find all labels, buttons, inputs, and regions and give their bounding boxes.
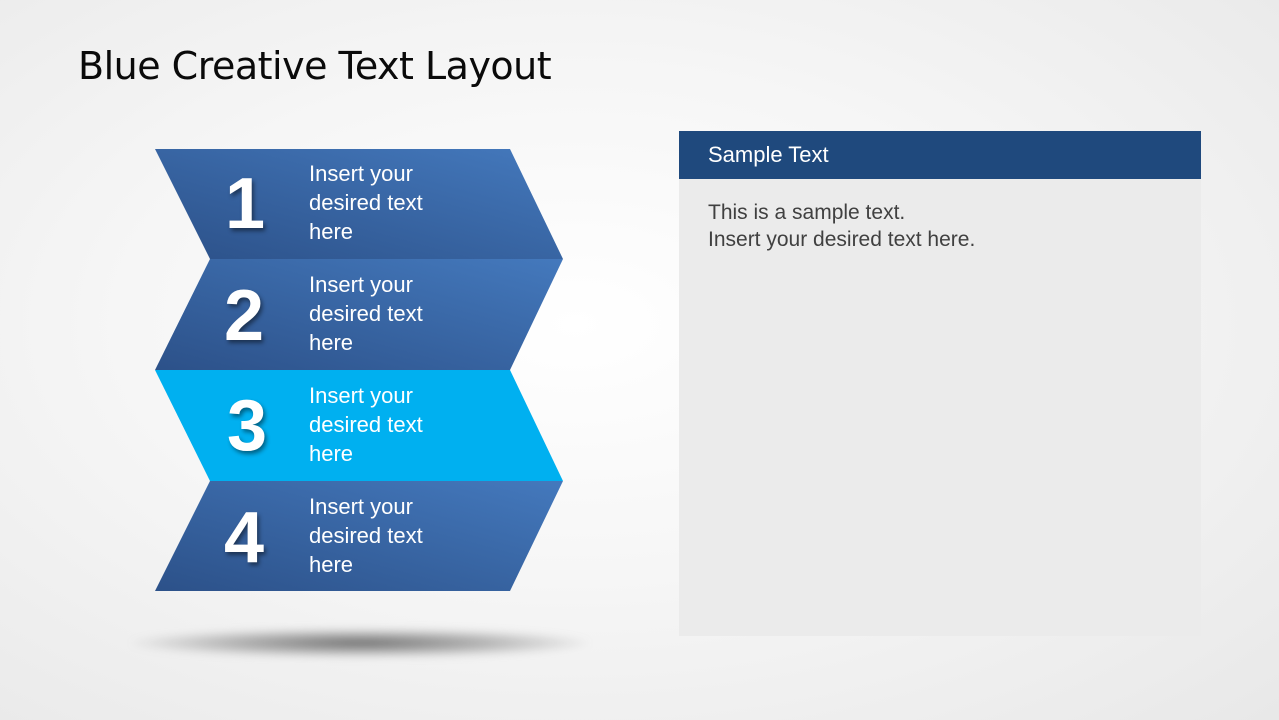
sample-text-panel: Sample Text This is a sample text. Inser… [679, 131, 1201, 636]
step-text-4: Insert your desired text here [309, 494, 423, 577]
step-text-1: Insert your desired text here [309, 161, 423, 244]
chevron-1 [155, 149, 563, 259]
panel-body-line-1: This is a sample text. [708, 201, 906, 224]
step-number-1: 1 [224, 164, 266, 244]
step-text-2: Insert your desired text here [309, 272, 423, 355]
panel-body: This is a sample text. Insert your desir… [679, 179, 1201, 273]
panel-body-line-2: Insert your desired text here. [708, 228, 976, 251]
chevron-3 [155, 370, 563, 481]
chevron-4 [155, 481, 563, 591]
panel-header: Sample Text [679, 131, 1201, 179]
step-text-3: Insert your desired text here [309, 383, 423, 466]
chevron-2 [155, 259, 563, 370]
step-number-3: 3 [226, 386, 268, 466]
slide-title: Blue Creative Text Layout [78, 44, 552, 88]
step-number-4: 4 [223, 498, 265, 578]
chevron-shapes [155, 149, 563, 591]
step-number-2: 2 [223, 276, 265, 356]
numbered-chevron-stack: 1 Insert your desired text here 2 Insert… [0, 0, 600, 720]
floor-shadow [130, 628, 590, 658]
